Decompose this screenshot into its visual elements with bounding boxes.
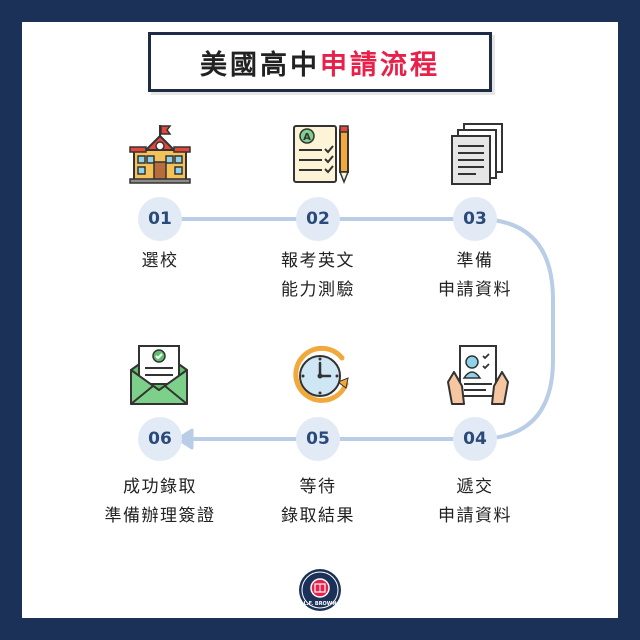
step-number-05: 05 <box>296 417 340 461</box>
envelope-letter-icon <box>130 345 188 405</box>
step-label-line: 能力測驗 <box>281 280 355 300</box>
test-paper-icon: A <box>293 125 350 185</box>
step-label-line: 準備 <box>456 251 494 271</box>
step-label-line: 等待 <box>299 477 337 497</box>
step-label-02: 報考英文 能力測驗 <box>243 247 393 305</box>
step-label-01: 選校 <box>85 247 235 276</box>
step-label-line: 申請資料 <box>438 280 512 300</box>
school-icon <box>129 125 191 184</box>
title-part1: 美國高中 <box>200 49 320 81</box>
step-label-line: 準備辦理簽證 <box>104 506 216 526</box>
step-label-line: 錄取結果 <box>281 506 355 526</box>
clock-icon <box>293 345 349 403</box>
step-label-line: 選校 <box>141 251 179 271</box>
documents-icon <box>451 123 503 185</box>
step-label-line: 遞交 <box>456 477 494 497</box>
step-label-05: 等待 錄取結果 <box>243 473 393 531</box>
application-form-icon <box>447 345 509 405</box>
step-number-06: 06 <box>138 417 182 461</box>
step-number-04: 04 <box>453 417 497 461</box>
title-part2: 申請流程 <box>320 49 440 81</box>
page-title: 美國高中申請流程 <box>148 32 492 92</box>
step-label-line: 報考英文 <box>281 251 355 271</box>
step-number-02: 02 <box>296 197 340 241</box>
step-number-01: 01 <box>138 197 182 241</box>
content-card <box>22 22 618 618</box>
step-label-04: 遞交 申請資料 <box>400 473 550 531</box>
svg-text:A: A <box>303 132 311 143</box>
brand-logo: L.F. BROWN <box>299 569 341 611</box>
step-number-03: 03 <box>453 197 497 241</box>
step-label-06: 成功錄取 準備辦理簽證 <box>85 473 235 531</box>
step-label-03: 準備 申請資料 <box>400 247 550 305</box>
step-label-line: 申請資料 <box>438 506 512 526</box>
step-label-line: 成功錄取 <box>123 477 197 497</box>
logo-text: L.F. BROWN <box>303 601 336 607</box>
